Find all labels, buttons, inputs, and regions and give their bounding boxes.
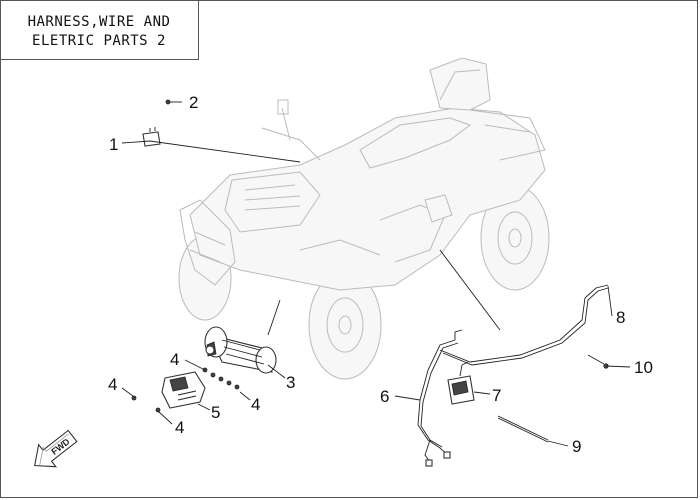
- part-screws: [131, 367, 240, 413]
- callout-4c: 4: [251, 395, 260, 414]
- callout-5: 5: [211, 403, 220, 422]
- callout-3: 3: [286, 373, 295, 392]
- part-rod-9: [497, 415, 549, 443]
- callout-9: 9: [572, 437, 581, 456]
- title-line-2: ELETRIC PARTS 2: [32, 33, 166, 49]
- fwd-arrow-icon: FWD: [34, 429, 78, 468]
- callout-4d: 4: [175, 418, 184, 437]
- leader-lines: [121, 99, 631, 447]
- title-line-1: HARNESS,WIRE AND: [27, 14, 171, 30]
- atv-illustration: [178, 57, 550, 380]
- callout-1: 1: [109, 135, 118, 154]
- callout-2: 2: [189, 93, 198, 112]
- part-pin-10: [587, 354, 609, 369]
- part-relay-7: [447, 361, 475, 405]
- part-cable-8: [439, 284, 609, 366]
- callout-4b: 4: [108, 375, 117, 394]
- part-winch: [204, 326, 277, 374]
- callout-6: 6: [380, 387, 389, 406]
- callout-7: 7: [492, 386, 501, 405]
- callout-8: 8: [616, 308, 625, 327]
- part-connector: [142, 127, 161, 147]
- part-harness-6: [417, 329, 463, 467]
- callout-4a: 4: [170, 350, 179, 369]
- title-block: HARNESS,WIRE AND ELETRIC PARTS 2: [0, 0, 199, 60]
- callout-labels: 1 2 3 4 4 4 4 5 6 7 8 9 10: [108, 93, 653, 456]
- part-winch-relay: [161, 371, 206, 409]
- callout-10: 10: [634, 358, 653, 377]
